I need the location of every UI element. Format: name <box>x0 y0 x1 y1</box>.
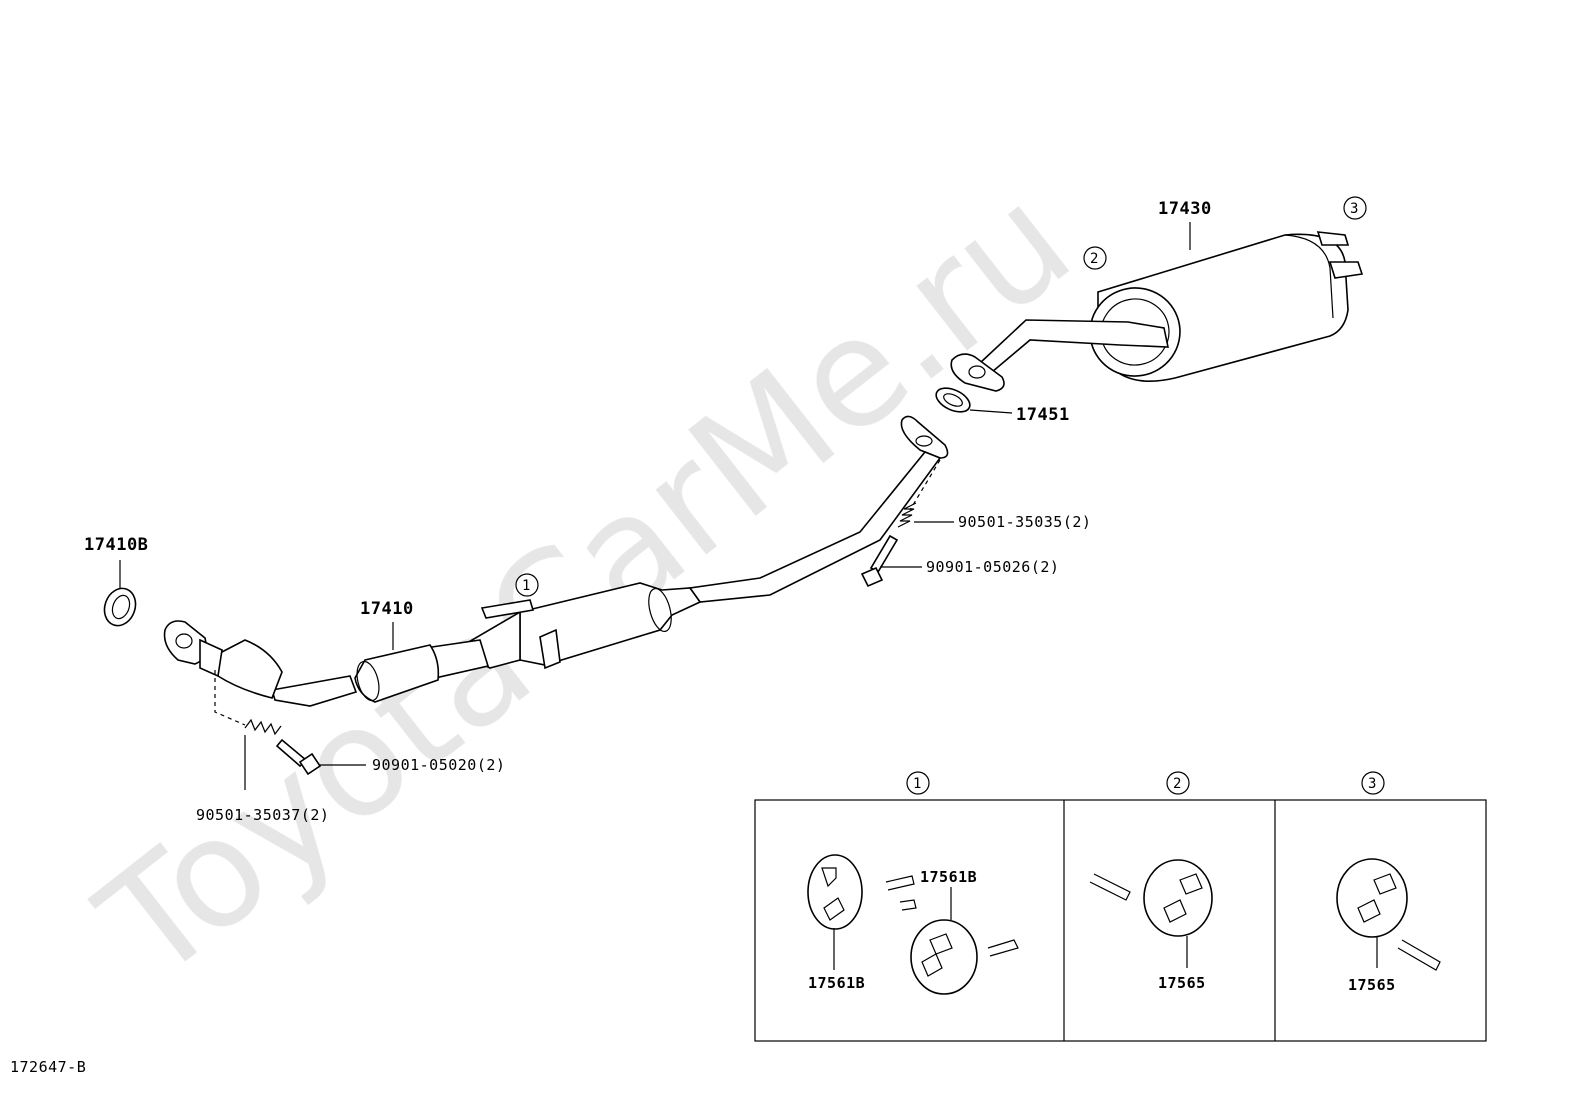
svg-text:3: 3 <box>1368 776 1376 792</box>
label-17451: 17451 <box>1016 405 1070 425</box>
hanger-17561B-b[interactable] <box>910 919 978 995</box>
diagram-id: 172647-B <box>10 1058 86 1076</box>
callout-1-main: 1 <box>515 573 539 597</box>
gasket-17410B[interactable] <box>99 584 140 630</box>
detail-callout-3: 3 <box>1361 771 1385 795</box>
hanger-17561B-a[interactable] <box>807 854 863 930</box>
label-90501-35037: 90501-35037(2) <box>196 806 329 824</box>
bolt-90901-05026[interactable] <box>860 534 899 588</box>
svg-text:1: 1 <box>522 578 530 594</box>
callout-2-main: 2 <box>1083 246 1107 270</box>
detail-callout-1: 1 <box>906 771 930 795</box>
label-17410B: 17410B <box>84 535 148 555</box>
label-17565-b: 17565 <box>1348 976 1396 994</box>
label-17410: 17410 <box>360 599 414 619</box>
svg-text:3: 3 <box>1350 201 1358 217</box>
pin-17565-a <box>1089 873 1131 901</box>
pin-17561B-b <box>987 939 1019 957</box>
callout-3-main: 3 <box>1343 196 1367 220</box>
hanger-17565-a[interactable] <box>1143 859 1213 937</box>
gasket-17451[interactable] <box>932 383 973 416</box>
label-17430: 17430 <box>1158 199 1212 219</box>
detail-panel-frame <box>754 799 1487 1042</box>
label-90901-05020: 90901-05020(2) <box>372 756 505 774</box>
detail-callout-2: 2 <box>1166 771 1190 795</box>
svg-text:2: 2 <box>1090 251 1098 267</box>
hanger-17565-b[interactable] <box>1336 858 1408 938</box>
center-pipe[interactable] <box>453 415 949 670</box>
svg-text:1: 1 <box>913 776 921 792</box>
label-17565-a: 17565 <box>1158 974 1206 992</box>
bolt-90901-05020[interactable] <box>275 738 322 776</box>
label-90901-05026: 90901-05026(2) <box>926 558 1059 576</box>
pin-17561B-a <box>885 875 915 891</box>
spring-90501-35037[interactable] <box>244 718 282 736</box>
label-17561B-b: 17561B <box>920 868 977 886</box>
svg-text:2: 2 <box>1173 776 1181 792</box>
label-17561B-a: 17561B <box>808 974 865 992</box>
pin-17565-b <box>1397 939 1441 971</box>
muffler-17430[interactable] <box>950 231 1364 392</box>
spring-90501-35035[interactable] <box>897 502 917 528</box>
front-pipe-17410[interactable] <box>163 620 490 707</box>
label-90501-35035: 90501-35035(2) <box>958 513 1091 531</box>
